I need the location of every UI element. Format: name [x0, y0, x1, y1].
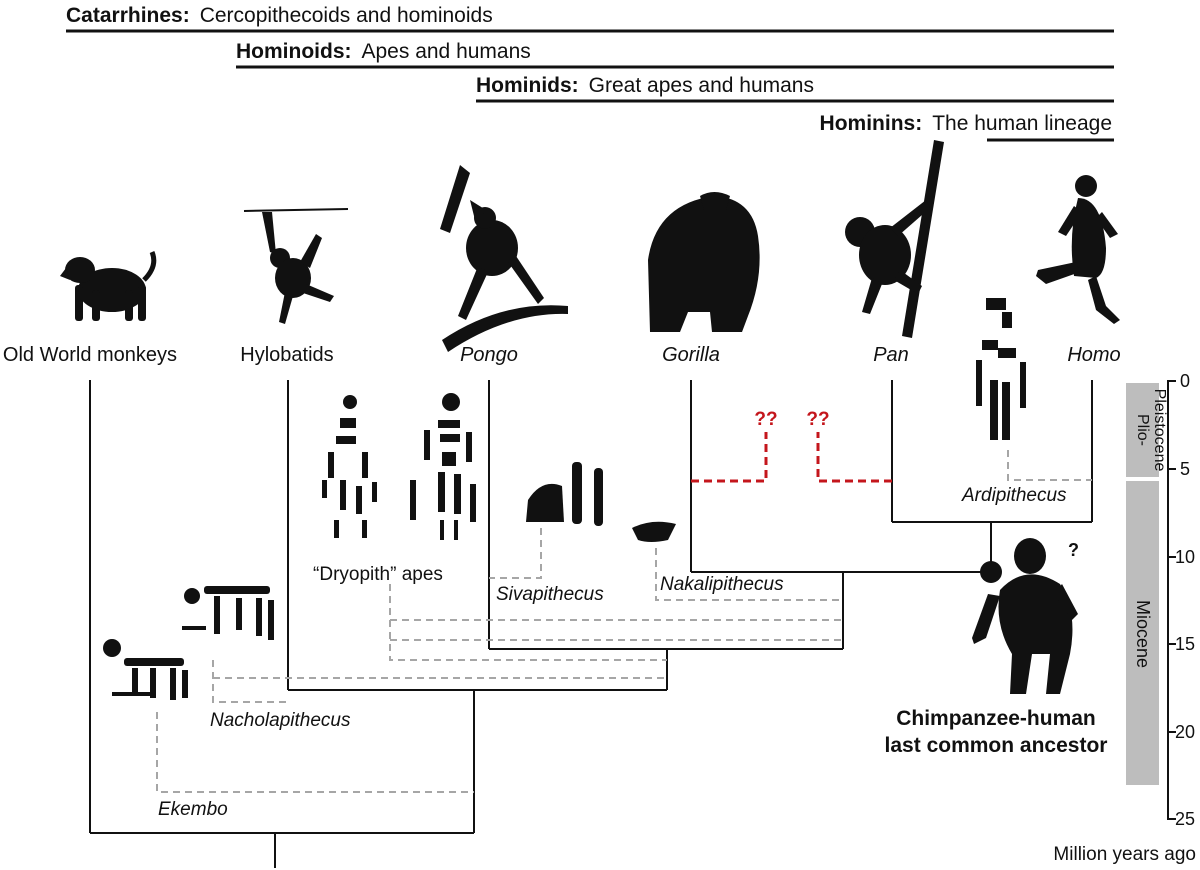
tree-uncertain-branches [691, 432, 892, 483]
fossil-ekembo-skeleton [103, 639, 188, 700]
timescale-tick-0: 0 [1180, 371, 1190, 391]
header-hominoids: Hominoids: Apes and humans [236, 40, 1114, 69]
svg-text:Catarrhines:Cercopithecoids an: Catarrhines: Cercopithecoids and hominoid… [66, 4, 493, 27]
timescale-unit-label: Million years ago [1053, 844, 1196, 865]
fossil-label-nakalipithecus: Nakalipithecus [660, 574, 784, 595]
gibbon-silhouette-icon [243, 208, 349, 324]
timescale-tick-10: 10 [1175, 547, 1195, 567]
fossil-label-ekembo: Ekembo [158, 799, 228, 820]
fossil-label-nacholapithecus: Nacholapithecus [210, 710, 351, 731]
header-hominids-rest: Great apes and humans [589, 74, 814, 97]
fossil-label-dryopith: “Dryopith” apes [313, 564, 443, 585]
fossil-nakalipithecus-jaw [632, 521, 676, 542]
taxon-labels: Old World monkeys Hylobatids Pongo Goril… [3, 344, 1121, 366]
header-hominids-bold: Hominids: [476, 74, 579, 97]
lca-label-line2: last common ancestor [885, 734, 1108, 757]
uncertain-mark-pan: ?? [806, 409, 829, 430]
header-catarrhines-rest: Cercopithecoids and hominoids [200, 4, 493, 27]
lca-label-line1: Chimpanzee-human [896, 707, 1096, 730]
header-hominins-rest: The human lineage [932, 112, 1112, 135]
svg-text:Hominids:Great apes and humans: Hominids: Great apes and humans [476, 74, 814, 97]
lca-ape-silhouette-icon [972, 538, 1078, 694]
timescale-tick-5: 5 [1180, 459, 1190, 479]
tree-dashed-fossil-branches [156, 450, 1092, 793]
header-hominids: Hominids: Great apes and humans [476, 74, 1114, 103]
fossil-skeleton-dryopith-a [322, 395, 377, 538]
header-hominins: Hominins: The human lineage [820, 112, 1114, 142]
uncertain-mark-gorilla: ?? [754, 409, 777, 430]
taxon-pan: Pan [873, 344, 909, 366]
fossil-label-ardipithecus: Ardipithecus [961, 485, 1067, 506]
timescale-tick-25: 25 [1175, 809, 1195, 829]
epoch-label-miocene: Miocene [1133, 600, 1153, 668]
header-catarrhines-bold: Catarrhines: [66, 4, 190, 27]
fossil-ardipithecus-skeleton [976, 298, 1026, 440]
fossil-labels: “Dryopith” apes Sivapithecus Nakalipithe… [158, 485, 1067, 820]
taxon-old-world-monkeys: Old World monkeys [3, 344, 177, 366]
taxon-pongo: Pongo [460, 344, 518, 366]
epoch-bar-miocene [1126, 481, 1159, 785]
taxon-homo: Homo [1067, 344, 1120, 366]
lca-node [980, 561, 1002, 583]
baboon-silhouette-icon [60, 251, 157, 321]
fossil-sivapithecus-bones [526, 462, 603, 526]
header-hominins-bold: Hominins: [820, 112, 923, 135]
timescale-tick-20: 20 [1175, 722, 1195, 742]
fossil-label-sivapithecus: Sivapithecus [496, 584, 604, 605]
fossil-nacholapithecus-skeleton [182, 586, 274, 640]
chimpanzee-silhouette-icon [845, 140, 944, 338]
orangutan-silhouette-icon [440, 165, 568, 352]
epoch-label-plio-line2: Pleistocene [1151, 389, 1168, 472]
header-catarrhines: Catarrhines: Cercopithecoids and hominoid… [66, 4, 1114, 33]
header-hominoids-bold: Hominoids: [236, 40, 352, 63]
svg-text:Hominoids:Apes and humans: Hominoids: Apes and humans [236, 40, 531, 63]
timescale: Plio- Pleistocene Miocene 0 5 10 15 20 2… [1053, 371, 1196, 865]
epoch-label-plio-line1: Plio- [1134, 414, 1151, 446]
svg-text:Hominins:The human lineage: Hominins: The human lineage [820, 112, 1112, 135]
epoch-bar-plio-pleistocene [1126, 383, 1159, 477]
timescale-tick-15: 15 [1175, 634, 1195, 654]
fossil-skeleton-dryopith-b [410, 393, 476, 540]
lca-question-mark: ? [1068, 540, 1079, 560]
gorilla-silhouette-icon [648, 192, 760, 332]
header-hominoids-rest: Apes and humans [362, 40, 531, 63]
human-runner-silhouette-icon [1036, 175, 1120, 324]
taxon-gorilla: Gorilla [662, 344, 720, 366]
tree-solid-branches [89, 380, 1093, 868]
taxon-hylobatids: Hylobatids [240, 344, 333, 366]
